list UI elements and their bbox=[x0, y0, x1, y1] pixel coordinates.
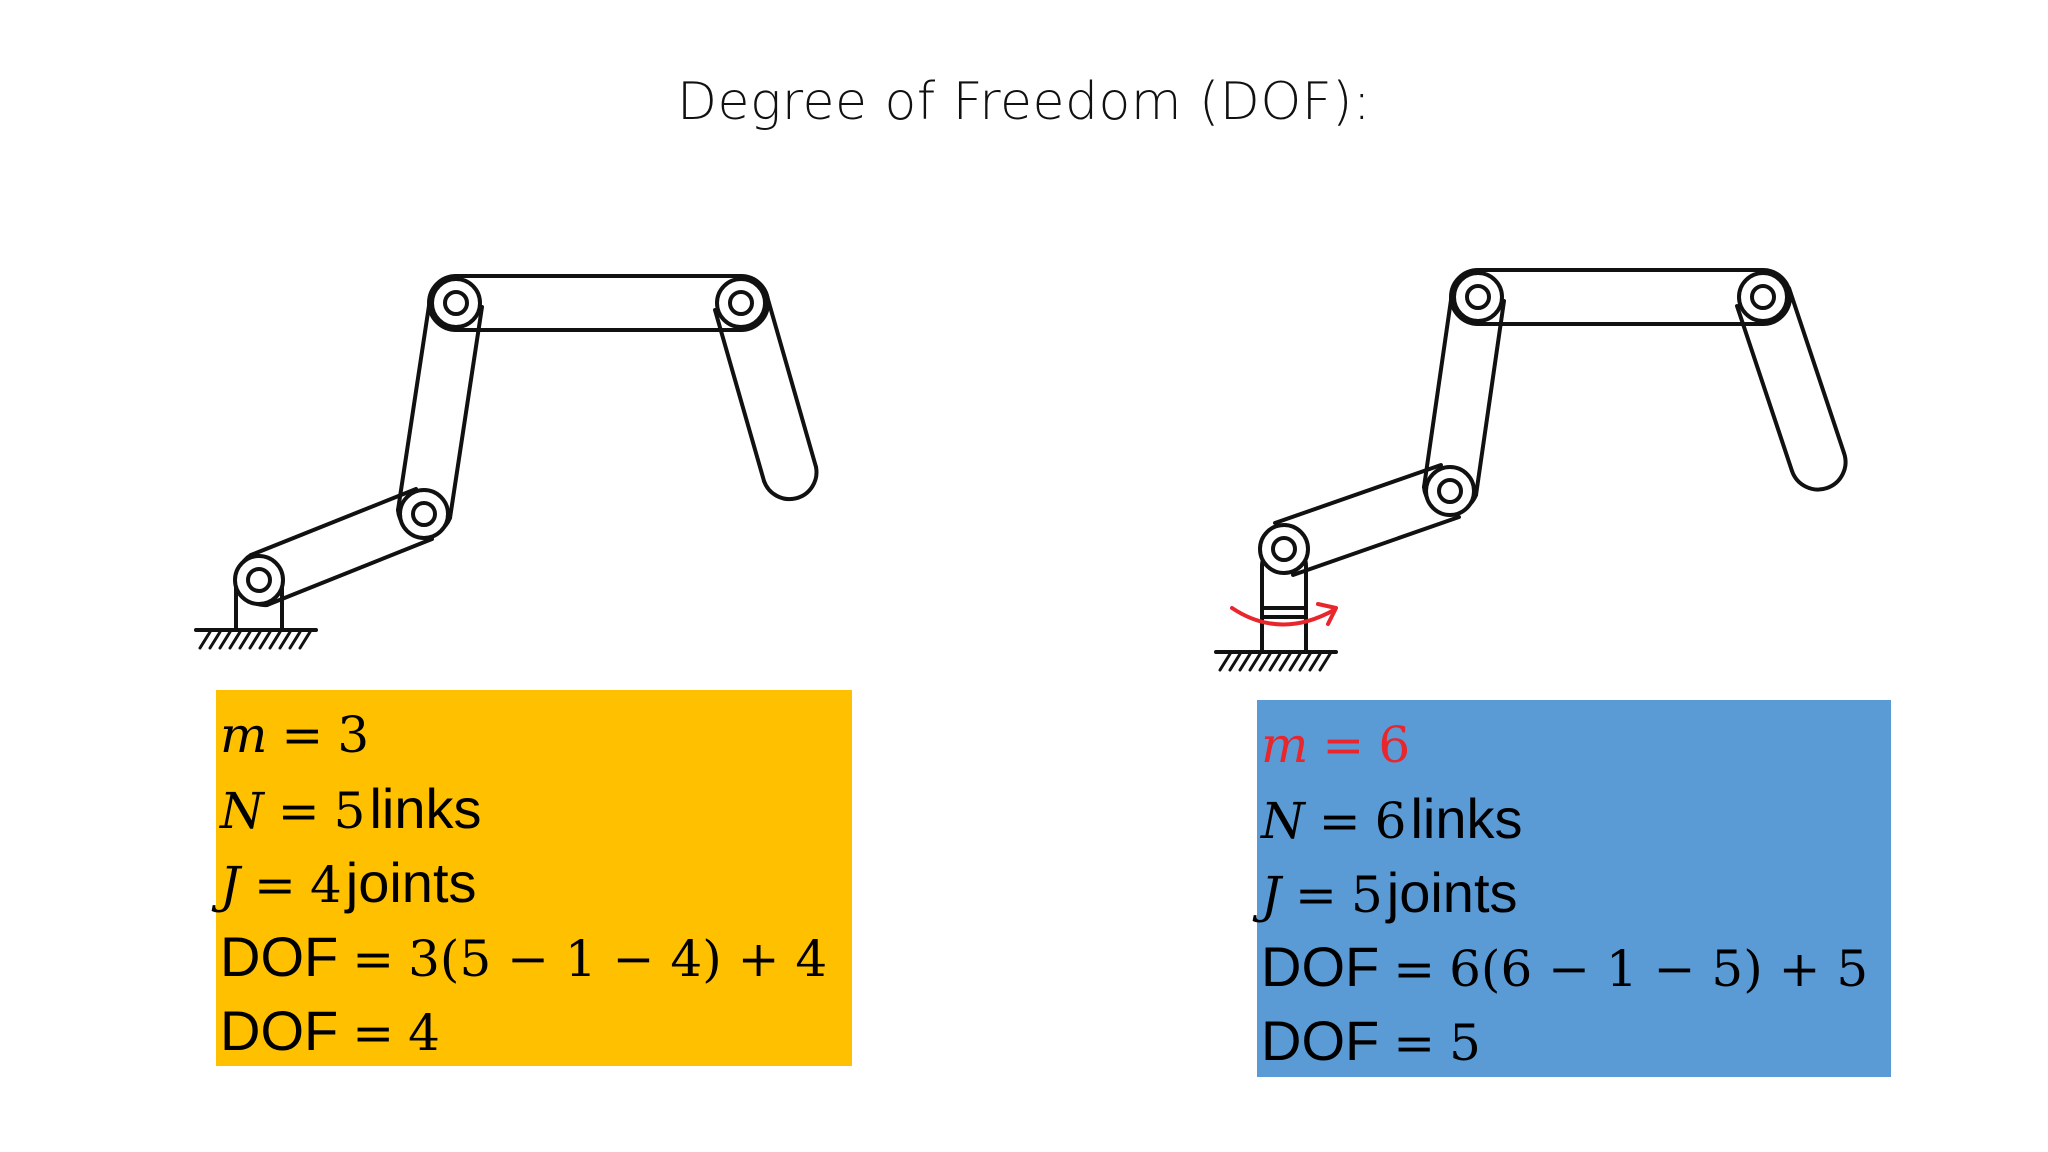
equals-sign: = bbox=[1295, 866, 1337, 924]
equals-sign: = bbox=[1318, 792, 1361, 850]
links-label: links bbox=[369, 777, 482, 840]
value-m: 6 bbox=[1378, 716, 1411, 774]
var-m: m bbox=[220, 706, 268, 764]
equals-sign: = bbox=[277, 782, 320, 840]
equals-sign: = bbox=[1393, 940, 1436, 998]
var-n: N bbox=[220, 782, 264, 840]
value-j: 5 bbox=[1350, 866, 1383, 924]
dof-formula-line: DOF=6(6 − 1 − 5) + 5 bbox=[1261, 930, 1891, 1004]
var-n: N bbox=[1261, 792, 1305, 850]
value-n: 6 bbox=[1374, 792, 1407, 850]
value-m: 3 bbox=[337, 706, 370, 764]
var-j: J bbox=[220, 856, 241, 914]
dof-formula-line: DOF=3(5 − 1 − 4) + 4 bbox=[220, 920, 852, 994]
mobility-line: m=3 bbox=[220, 698, 852, 772]
dof-label: DOF bbox=[1261, 935, 1380, 998]
value-j: 4 bbox=[309, 856, 342, 914]
ground-hatch-left bbox=[194, 628, 318, 650]
equals-sign: = bbox=[1322, 716, 1365, 774]
slide-title: Degree of Freedom (DOF): bbox=[677, 72, 1371, 132]
dof-result-line: DOF=5 bbox=[1261, 1004, 1891, 1078]
dof-result-value: 4 bbox=[408, 1004, 440, 1062]
dof-label: DOF bbox=[1261, 1009, 1380, 1072]
joints-label: joints bbox=[345, 851, 477, 914]
value-n: 5 bbox=[333, 782, 366, 840]
dof-label: DOF bbox=[220, 999, 339, 1062]
dof-result-line: DOF=4 bbox=[220, 994, 852, 1068]
links-line: N=5 links bbox=[220, 772, 852, 846]
dof-expression: 6(6 − 1 − 5) + 5 bbox=[1449, 940, 1869, 998]
rotation-arrow-icon bbox=[1230, 602, 1338, 627]
joints-line: J=4 joints bbox=[220, 846, 852, 920]
equals-sign: = bbox=[281, 706, 324, 764]
mobility-line: m=6 bbox=[1261, 708, 1891, 782]
links-label: links bbox=[1410, 787, 1523, 850]
var-j: J bbox=[1261, 866, 1282, 924]
joints-line: J=5 joints bbox=[1261, 856, 1891, 930]
formula-box-left: m=3 N=5 links J=4 joints DOF=3(5 − 1 − 4… bbox=[216, 690, 852, 1066]
equals-sign: = bbox=[352, 1004, 395, 1062]
equals-sign: = bbox=[254, 856, 296, 914]
ground-hatch-right bbox=[1214, 650, 1338, 672]
equals-sign: = bbox=[1393, 1014, 1436, 1072]
dof-label: DOF bbox=[220, 925, 339, 988]
formula-box-right: m=6 N=6 links J=5 joints DOF=6(6 − 1 − 5… bbox=[1257, 700, 1891, 1077]
equals-sign: = bbox=[352, 930, 395, 988]
links-line: N=6 links bbox=[1261, 782, 1891, 856]
var-m: m bbox=[1261, 716, 1309, 774]
joints-label: joints bbox=[1386, 861, 1518, 924]
dof-expression: 3(5 − 1 − 4) + 4 bbox=[408, 930, 828, 988]
dof-result-value: 5 bbox=[1449, 1014, 1481, 1072]
